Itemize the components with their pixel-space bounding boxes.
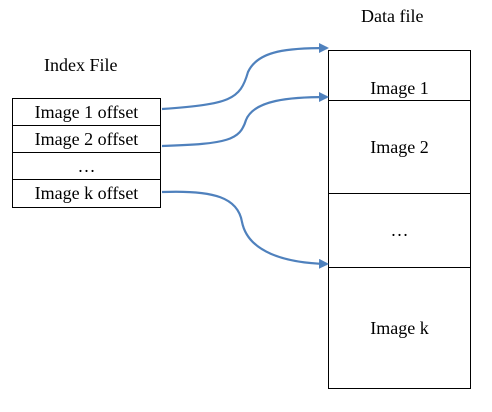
index-file-table: Image 1 offset Image 2 offset … Image k …: [12, 98, 161, 208]
data-row-image-1: Image 1: [329, 51, 470, 101]
index-row-ellipsis: …: [13, 153, 160, 180]
data-row-image-2: Image 2: [329, 101, 470, 194]
arrow-image-2: [161, 92, 329, 148]
data-row-ellipsis: …: [329, 194, 470, 268]
data-file-title: Data file: [361, 6, 424, 26]
index-row-image-2-offset: Image 2 offset: [13, 126, 160, 153]
arrow-image-1: [161, 43, 329, 111]
data-file-table: Image 1 Image 2 … Image k: [328, 50, 471, 389]
arrow-image-k: [161, 190, 329, 269]
index-file-title: Index File: [44, 55, 118, 75]
index-row-image-1-offset: Image 1 offset: [13, 99, 160, 126]
data-row-image-k: Image k: [370, 317, 429, 338]
index-row-image-k-offset: Image k offset: [34, 183, 139, 203]
